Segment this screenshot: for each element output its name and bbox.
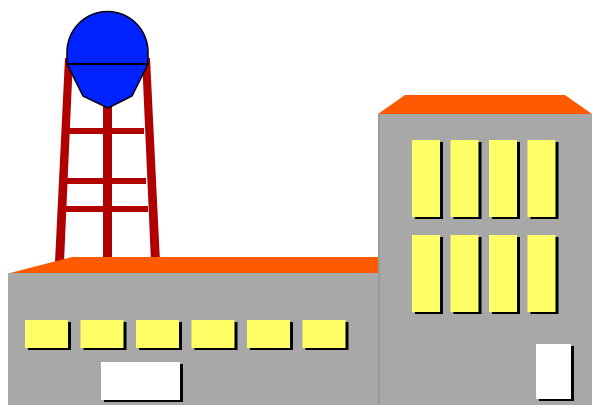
tall-building — [378, 95, 592, 405]
low-building — [8, 257, 379, 405]
low-window-1 — [25, 320, 71, 350]
tower-left-leg — [55, 58, 73, 262]
tank-body — [66, 10, 149, 109]
tall-window-r1-c1 — [412, 140, 443, 219]
tall-building-windows — [412, 140, 559, 314]
water-tower — [55, 10, 160, 262]
low-window-5 — [247, 320, 293, 350]
water-tank — [66, 10, 149, 109]
tall-window-r2-c2 — [450, 235, 482, 314]
tall-window-r2-c3 — [489, 235, 520, 314]
low-window-3 — [136, 320, 182, 350]
tower-frame — [55, 58, 160, 262]
tall-window-r1-c4 — [527, 140, 559, 219]
tall-building-door — [536, 344, 574, 401]
low-building-windows — [25, 320, 349, 350]
tall-window-r2-c1 — [412, 235, 443, 314]
tower-right-leg — [142, 58, 160, 262]
tower-brace-upper — [62, 128, 144, 134]
tall-building-roof — [378, 95, 592, 114]
tall-window-r1-c2 — [450, 140, 482, 219]
low-window-6 — [302, 320, 349, 350]
tower-brace-lower — [58, 206, 148, 212]
low-building-roof — [10, 257, 378, 273]
low-building-door — [101, 362, 183, 402]
tall-window-r2-c4 — [527, 235, 559, 314]
tower-brace-middle — [60, 178, 146, 184]
low-window-4 — [191, 320, 238, 350]
tall-window-r1-c3 — [489, 140, 520, 219]
low-window-2 — [80, 320, 127, 350]
